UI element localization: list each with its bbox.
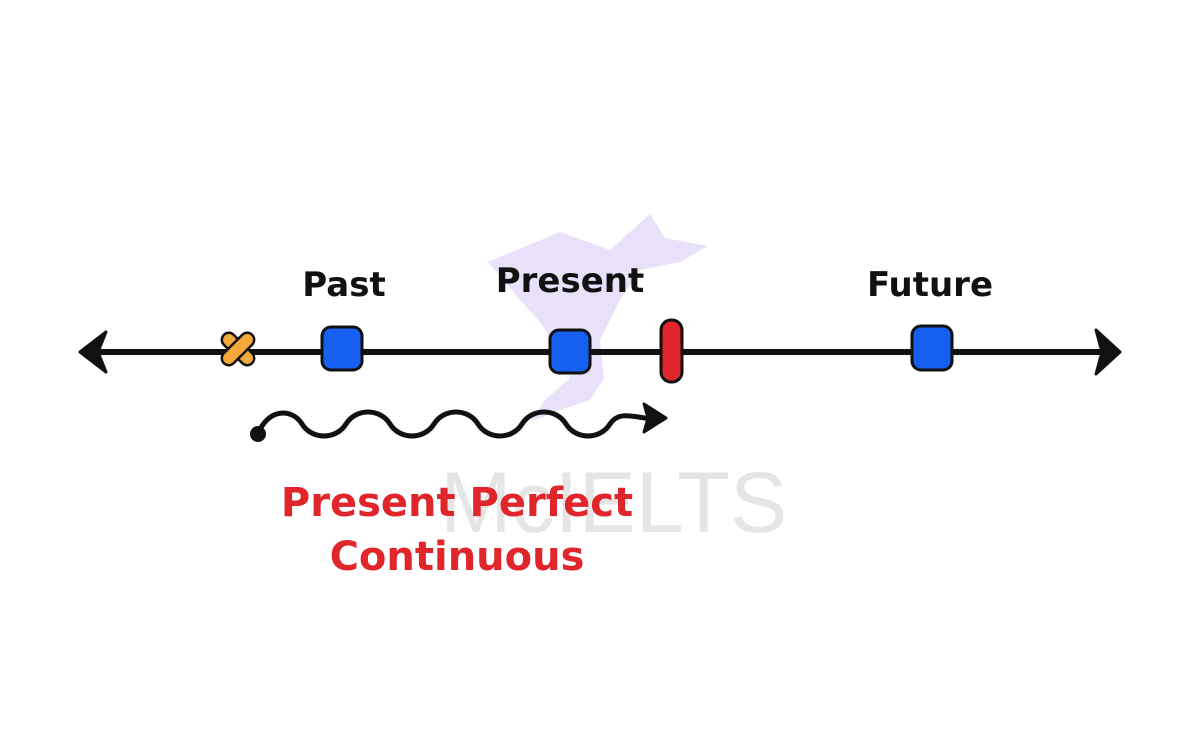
tense-name-line1: Present Perfect bbox=[281, 480, 633, 526]
past-label: Past bbox=[302, 265, 385, 305]
now-marker-icon bbox=[659, 318, 684, 384]
future-marker-icon bbox=[910, 324, 954, 372]
axis-left-arrow-icon bbox=[78, 330, 108, 374]
watermark-text: McIELTS bbox=[440, 455, 787, 551]
past-marker-icon bbox=[320, 325, 364, 372]
axis-right-arrow-icon bbox=[1094, 328, 1122, 376]
watermark-logo: McIELTS bbox=[440, 214, 787, 551]
tense-name-line2: Continuous bbox=[330, 534, 585, 580]
wavy-arrow-icon bbox=[250, 402, 668, 442]
present-marker-icon bbox=[548, 328, 592, 375]
watermark-bird-icon bbox=[488, 214, 708, 422]
future-label: Future bbox=[867, 265, 993, 305]
present-label: Present bbox=[496, 261, 645, 301]
orange-cross-icon bbox=[220, 331, 256, 367]
